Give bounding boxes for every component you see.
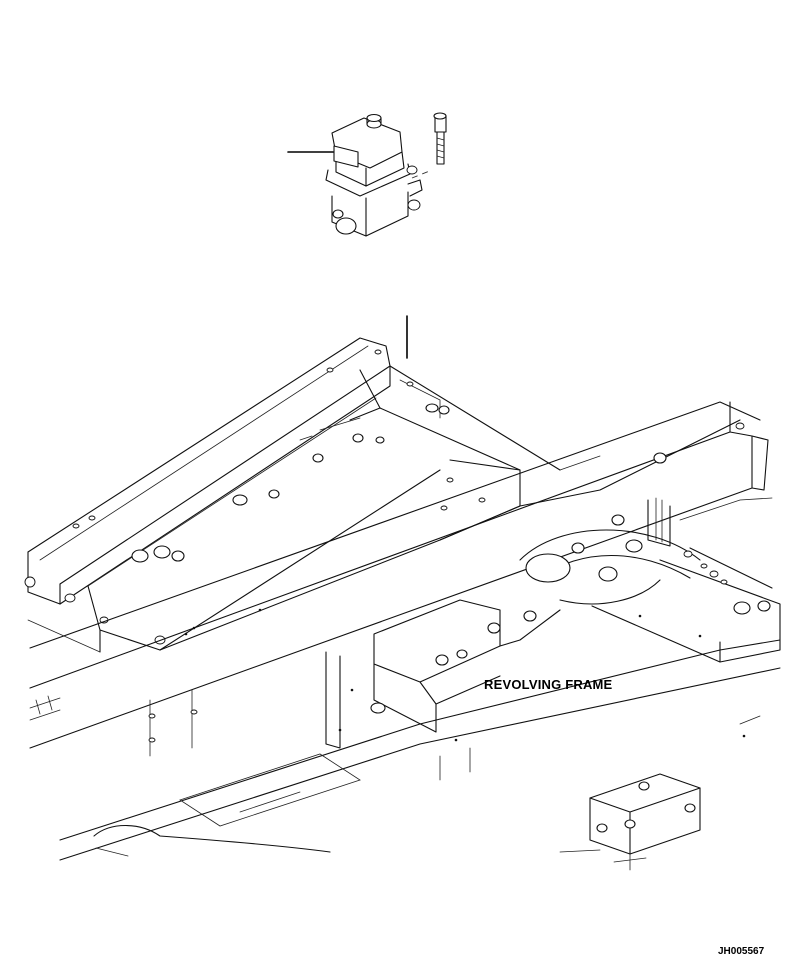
lower-base <box>59 639 781 871</box>
fine-detail <box>184 417 773 742</box>
swing-ring <box>519 514 701 605</box>
left-frame-beam <box>24 337 441 653</box>
drawing-number: JH005567 <box>718 946 765 957</box>
lower-bracket <box>148 599 561 757</box>
controller-unit <box>287 112 447 359</box>
revolving-frame-label: REVOLVING FRAME <box>484 677 613 692</box>
right-side-member <box>591 547 781 663</box>
label-plate <box>333 145 359 168</box>
centre-plate <box>159 365 741 651</box>
right-frame-beam <box>29 401 769 749</box>
